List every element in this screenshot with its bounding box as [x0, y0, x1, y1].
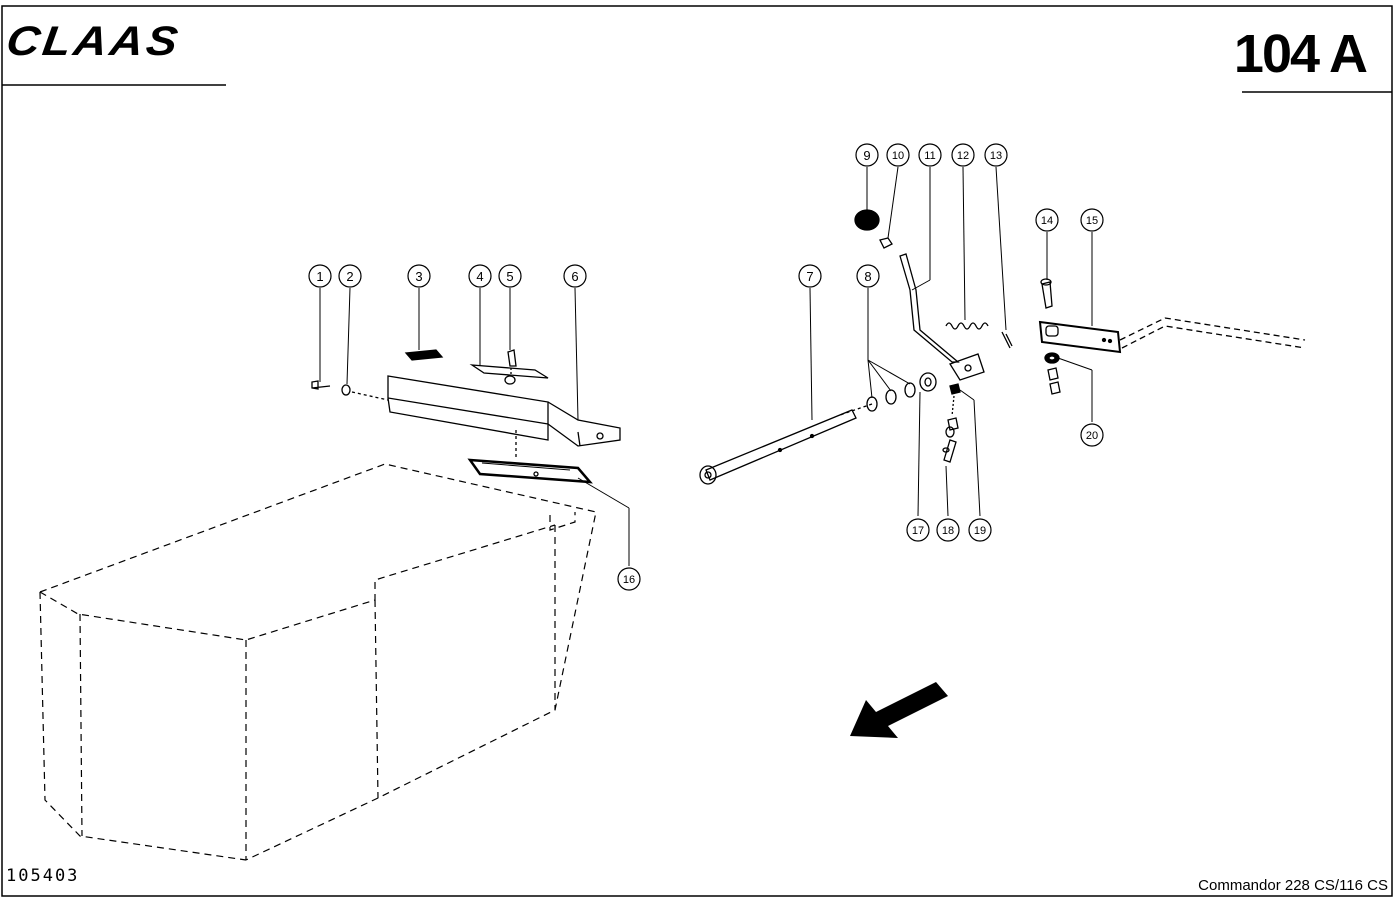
- callout-14: 14: [1035, 208, 1059, 232]
- callout-15: 15: [1080, 208, 1104, 232]
- page-code: 104 A: [1233, 24, 1368, 84]
- callout-19: 19: [968, 518, 992, 542]
- callout-15-label: 15: [1086, 215, 1098, 227]
- drawing-number: 105403: [6, 866, 80, 886]
- callout-3: 3: [407, 264, 431, 288]
- shaft-part: [699, 409, 857, 485]
- callout-9: 9: [855, 143, 879, 167]
- travel-direction-arrow: [850, 682, 948, 738]
- callout-6-label: 6: [571, 269, 578, 284]
- washer-part: [341, 384, 351, 396]
- leader-lines: [319, 166, 1093, 566]
- callout-3-label: 3: [415, 269, 422, 284]
- callout-16: 16: [617, 567, 641, 591]
- callout-19-label: 19: [974, 525, 986, 537]
- callout-2-label: 2: [346, 269, 353, 284]
- bracket-assembly: [311, 349, 621, 484]
- callout-10-label: 10: [892, 150, 904, 162]
- callout-10: 10: [886, 143, 910, 167]
- callout-5-label: 5: [506, 269, 513, 284]
- callout-6: 6: [563, 264, 587, 288]
- claas-logo: CLAAS: [3, 17, 184, 64]
- callout-1: 1: [308, 264, 332, 288]
- callout-13-label: 13: [990, 150, 1002, 162]
- machine-body-outline: [39, 463, 597, 861]
- callout-4: 4: [468, 264, 492, 288]
- lever-assembly: [854, 209, 1013, 463]
- callout-7-label: 7: [806, 269, 813, 284]
- callout-18: 18: [936, 518, 960, 542]
- callout-13: 13: [984, 143, 1008, 167]
- callout-17-label: 17: [912, 525, 924, 537]
- model-name: Commandor 228 CS/116 CS: [1198, 877, 1388, 894]
- linkage-assembly: [1038, 278, 1306, 395]
- callout-5: 5: [498, 264, 522, 288]
- callout-16-label: 16: [623, 574, 635, 586]
- callout-14-label: 14: [1041, 215, 1053, 227]
- callout-8: 8: [856, 264, 880, 288]
- callout-20-label: 20: [1086, 430, 1098, 442]
- callout-4-label: 4: [476, 269, 483, 284]
- callout-18-label: 18: [942, 525, 954, 537]
- callout-9-label: 9: [863, 148, 870, 163]
- callout-17: 17: [906, 518, 930, 542]
- callout-7: 7: [798, 264, 822, 288]
- callout-11-label: 11: [924, 150, 935, 162]
- page-border: [1, 5, 1393, 897]
- callout-2: 2: [338, 264, 362, 288]
- callout-20: 20: [1080, 423, 1104, 447]
- bolt-part: [311, 380, 331, 390]
- callout-12-label: 12: [957, 150, 969, 162]
- callout-11: 11: [918, 143, 942, 167]
- callout-1-label: 1: [316, 269, 323, 284]
- label-plate: [404, 349, 444, 361]
- callout-12: 12: [951, 143, 975, 167]
- callout-8-label: 8: [864, 269, 871, 284]
